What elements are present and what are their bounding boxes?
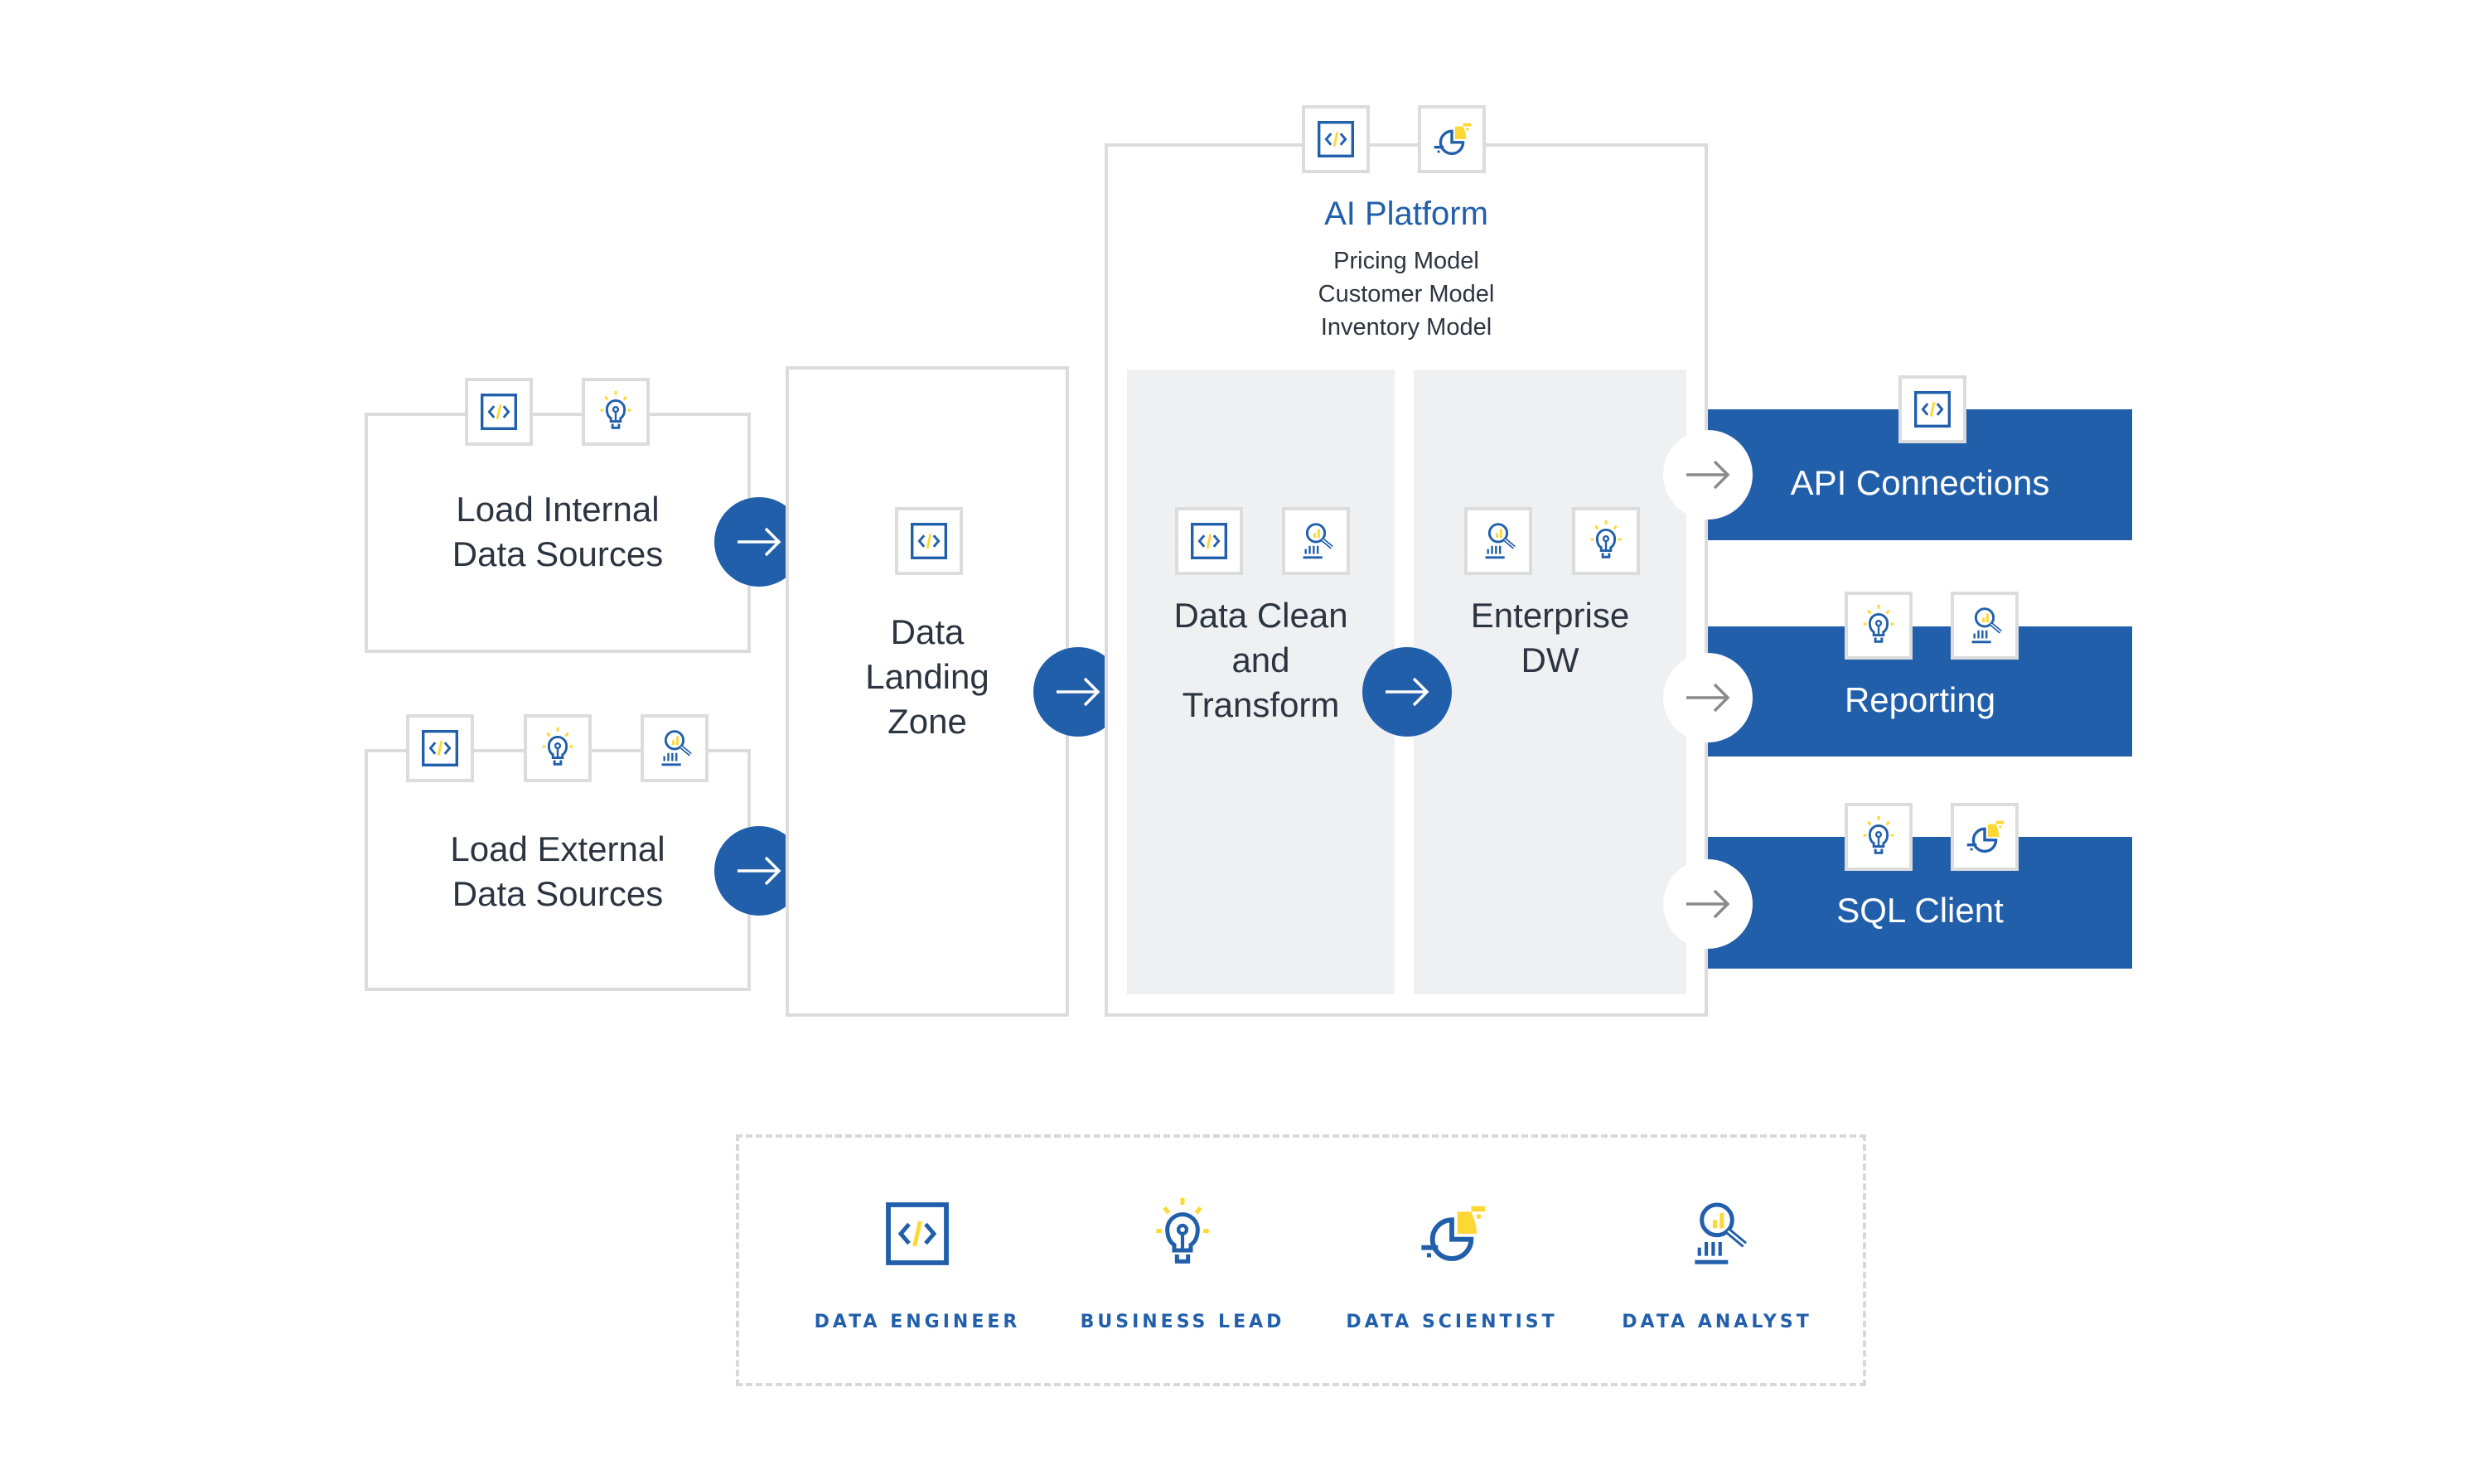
landing-zone-title-line1: Data	[890, 612, 965, 651]
internal-sources-title-line1: Load Internal	[456, 490, 660, 529]
pie-chart-icon	[1961, 813, 2009, 861]
role-badge-analyst	[1951, 592, 2019, 660]
legend-label: DATA ANALYST	[1622, 1312, 1812, 1332]
legend-label: DATA ENGINEER	[814, 1312, 1021, 1332]
code-icon	[905, 517, 953, 565]
internal-sources-title-line2: Data Sources	[452, 534, 664, 573]
role-badge-analyst	[641, 714, 709, 782]
legend-item-data-scientist: DATA SCIENTIST	[1344, 1192, 1560, 1332]
enterprise-dw-panel[interactable]: Enterprise DW	[1414, 370, 1686, 994]
code-icon	[475, 388, 523, 436]
role-legend: DATA ENGINEER BUSINESS LEAD DATA SCIENTI…	[736, 1134, 1866, 1386]
data-clean-title-line1: Data Clean	[1173, 596, 1348, 635]
model-item: Inventory Model	[1320, 314, 1492, 341]
role-badge-code	[1175, 507, 1243, 575]
lightbulb-icon	[1582, 517, 1630, 565]
code-icon	[1908, 385, 1956, 433]
legend-item-data-analyst: DATA ANALYST	[1609, 1192, 1825, 1332]
lightbulb-icon	[534, 724, 582, 772]
arrow-right-icon	[1685, 681, 1731, 714]
enterprise-dw-title-line1: Enterprise	[1470, 596, 1630, 635]
output-label: SQL Client	[1836, 891, 2004, 930]
model-item: Pricing Model	[1333, 248, 1479, 274]
data-clean-panel[interactable]: Data Clean and Transform	[1127, 370, 1395, 994]
data-clean-title-line3: Transform	[1182, 685, 1340, 724]
role-badge-bulb	[1845, 592, 1913, 660]
magnifier-chart-icon	[1961, 602, 2009, 650]
landing-zone-box[interactable]: Data Landing Zone	[786, 366, 1069, 1017]
model-item: Customer Model	[1318, 281, 1495, 307]
flow-arrow-clean-to-dw	[1362, 647, 1452, 737]
arrow-right-icon	[736, 525, 782, 558]
pie-chart-icon	[1410, 1192, 1493, 1275]
code-icon	[1312, 115, 1360, 163]
output-reporting[interactable]: Reporting	[1708, 626, 2132, 757]
external-sources-box[interactable]: Load External Data Sources	[365, 749, 751, 991]
output-sql-client[interactable]: SQL Client	[1708, 837, 2132, 969]
role-badge-scientist	[1951, 803, 2019, 871]
legend-item-business-lead: BUSINESS LEAD	[1075, 1192, 1290, 1332]
landing-zone-title-line3: Zone	[888, 702, 967, 741]
external-sources-title-line2: Data Sources	[452, 874, 664, 913]
role-badge-bulb	[582, 378, 650, 446]
role-badge-code	[895, 507, 963, 575]
legend-label: BUSINESS LEAD	[1080, 1312, 1285, 1332]
role-badge-scientist	[1418, 105, 1486, 173]
flow-arrow-to-sql	[1663, 859, 1753, 949]
lightbulb-icon	[1855, 602, 1903, 650]
ai-platform-title: AI Platform	[1324, 196, 1488, 232]
arrow-right-icon	[1685, 887, 1731, 921]
enterprise-dw-title-line2: DW	[1521, 640, 1579, 679]
role-badge-analyst	[1464, 507, 1532, 575]
legend-item-data-engineer: DATA ENGINEER	[810, 1192, 1025, 1332]
magnifier-chart-icon	[651, 724, 699, 772]
code-icon	[416, 724, 464, 772]
role-badge-bulb	[1845, 803, 1913, 871]
external-sources-title-line1: Load External	[450, 829, 665, 868]
arrow-right-icon	[736, 854, 782, 887]
landing-zone-title-line2: Landing	[865, 657, 989, 696]
role-badge-code	[406, 714, 474, 782]
role-badge-analyst	[1282, 507, 1350, 575]
flow-arrow-to-reporting	[1663, 653, 1753, 742]
code-icon	[876, 1192, 959, 1275]
role-badge-code	[1302, 105, 1370, 173]
lightbulb-icon	[1141, 1192, 1224, 1275]
flow-arrow-to-api	[1663, 430, 1753, 520]
role-badge-code	[465, 378, 533, 446]
role-badge-bulb	[524, 714, 592, 782]
data-clean-title-line2: and	[1231, 640, 1290, 679]
pie-chart-icon	[1428, 115, 1476, 163]
arrow-right-icon	[1055, 675, 1101, 708]
role-badge-bulb	[1572, 507, 1640, 575]
magnifier-chart-icon	[1292, 517, 1340, 565]
arrow-right-icon	[1685, 458, 1731, 491]
role-badge-code	[1898, 375, 1966, 443]
magnifier-chart-icon	[1676, 1192, 1758, 1275]
code-icon	[1185, 517, 1233, 565]
legend-label: DATA SCIENTIST	[1346, 1312, 1558, 1332]
output-label: API Connections	[1790, 463, 2050, 502]
arrow-right-icon	[1384, 675, 1430, 708]
magnifier-chart-icon	[1474, 517, 1522, 565]
output-label: Reporting	[1844, 680, 1996, 719]
lightbulb-icon	[1855, 813, 1903, 861]
internal-sources-box[interactable]: Load Internal Data Sources	[365, 413, 751, 653]
lightbulb-icon	[592, 388, 640, 436]
